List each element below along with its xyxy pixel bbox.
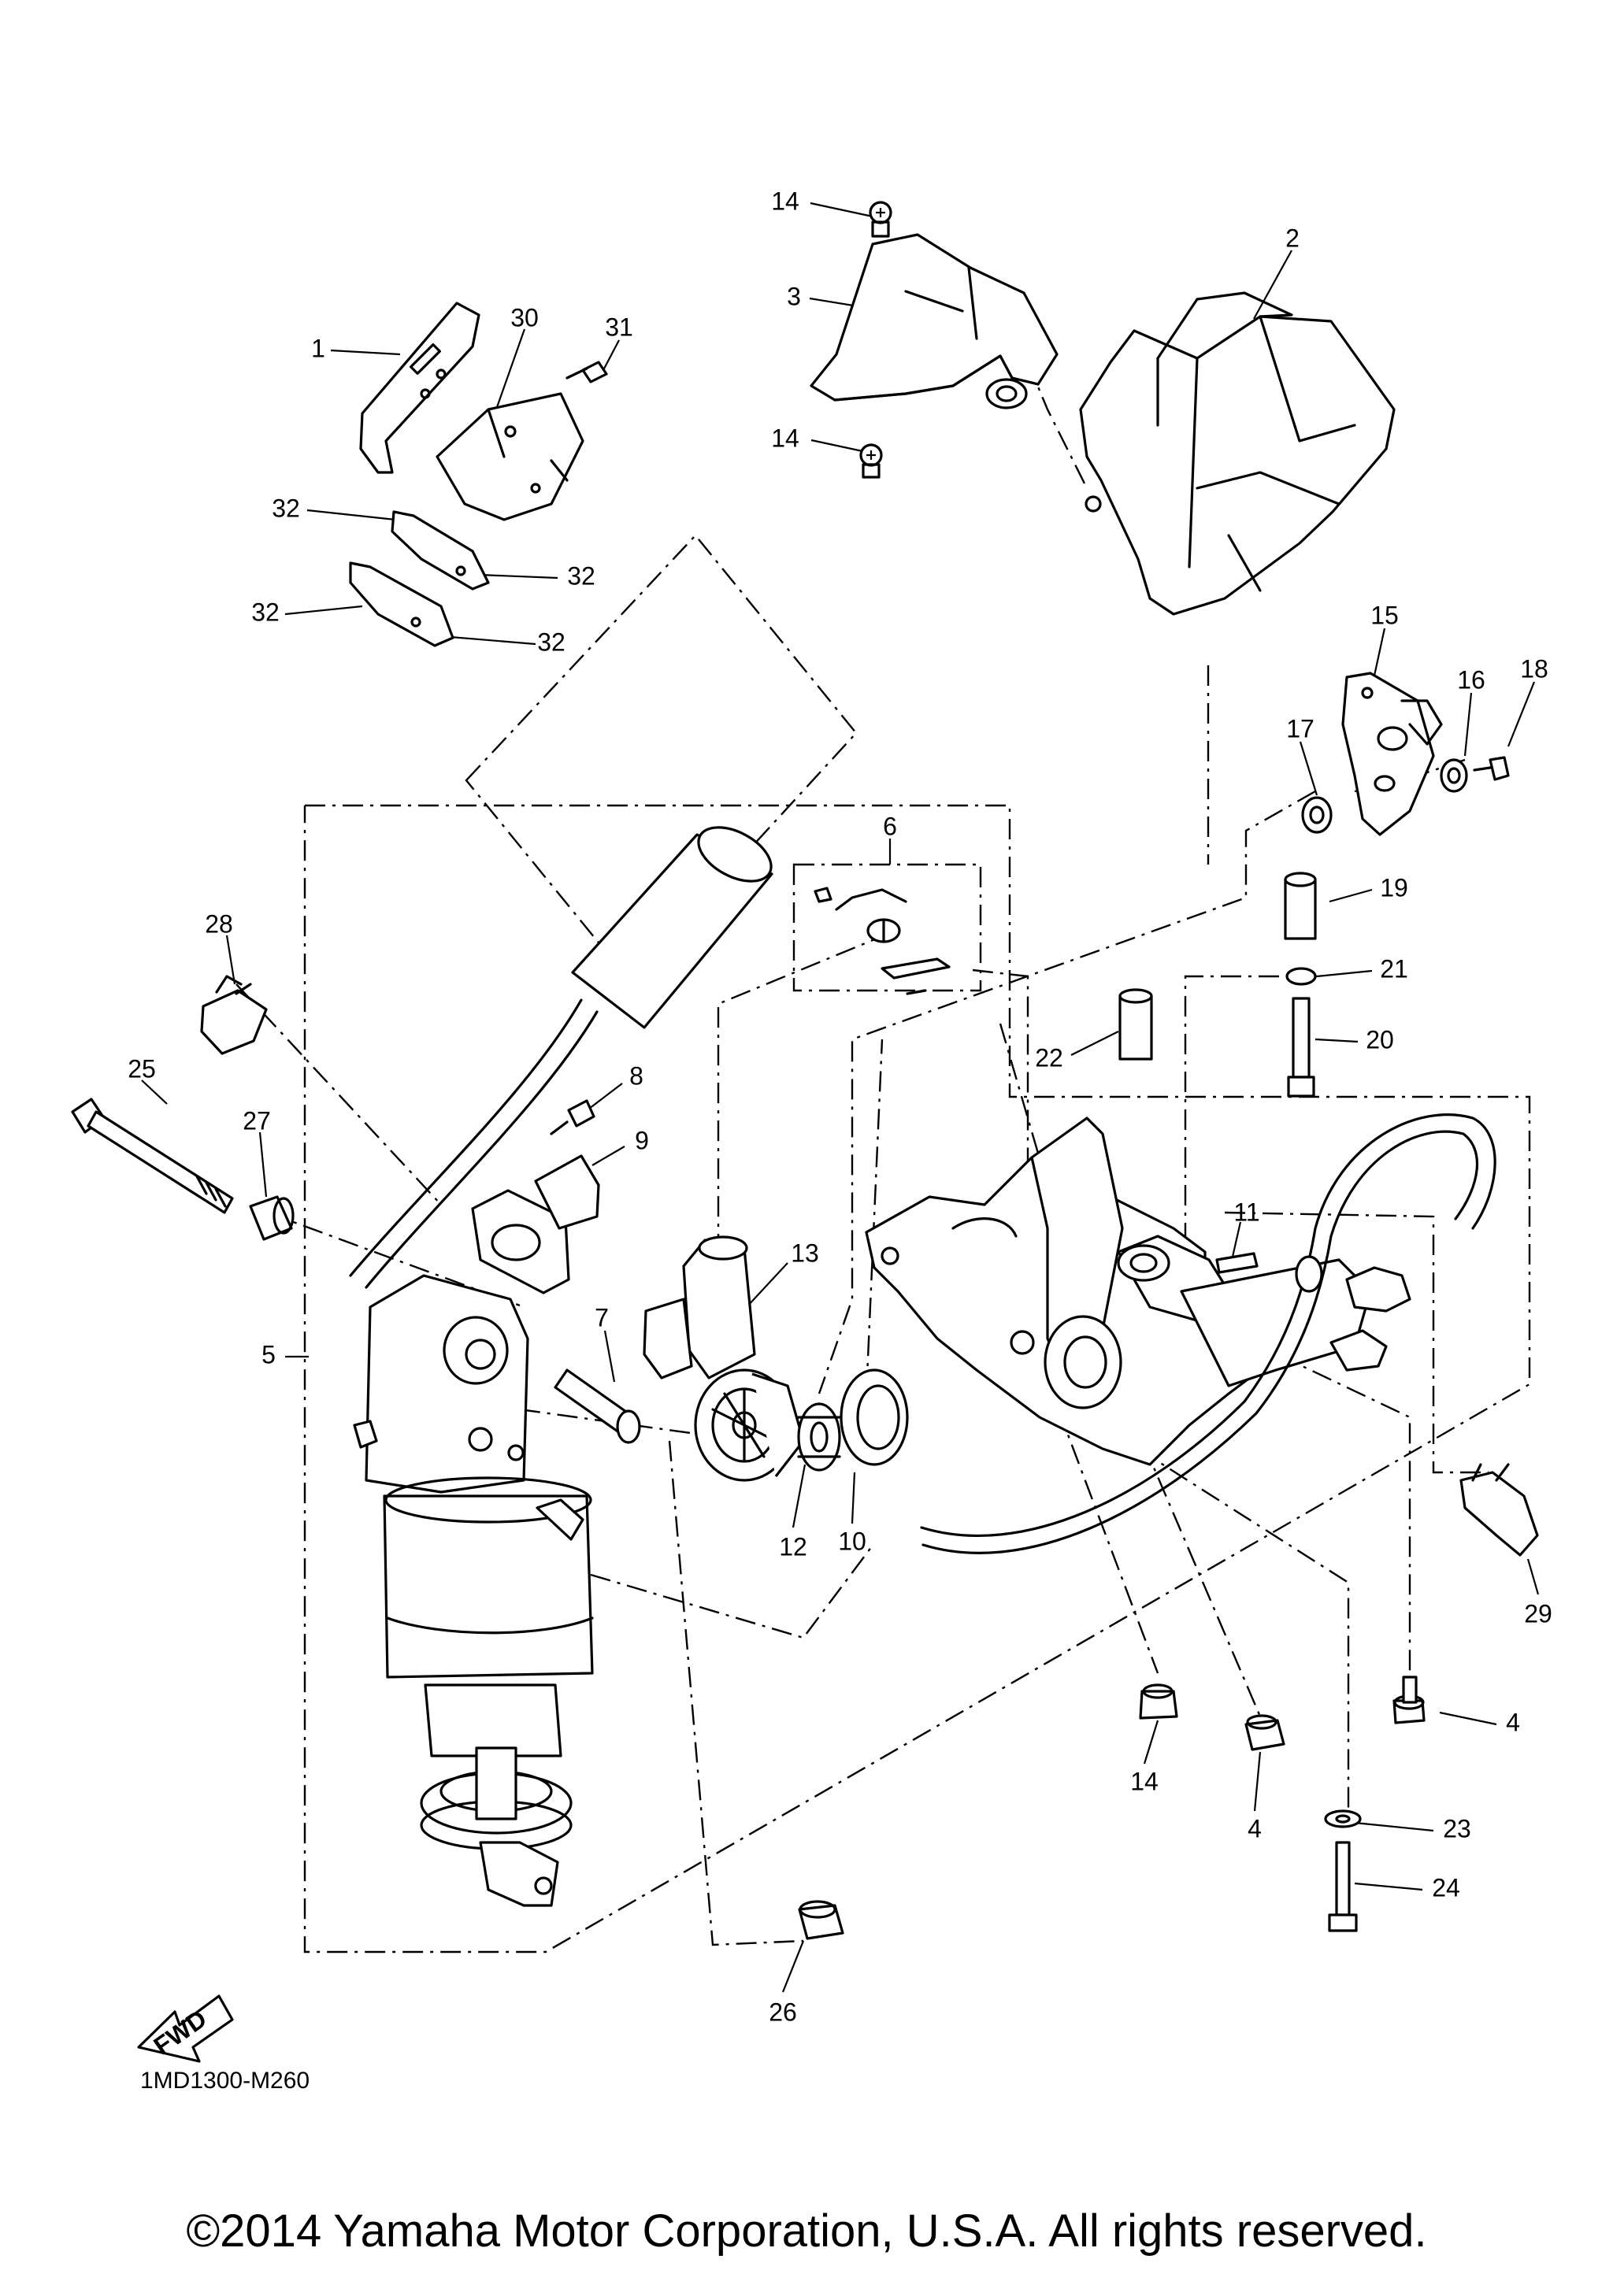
- nut-part-26: [798, 1900, 844, 1940]
- collar-part-27: [249, 1195, 295, 1241]
- callout-28: 28: [205, 909, 233, 938]
- callout-19: 19: [1380, 873, 1408, 902]
- callout-25: 25: [128, 1054, 156, 1083]
- callout-13: 13: [791, 1239, 819, 1267]
- callout-21: 21: [1380, 954, 1408, 983]
- collar-part-16: [1440, 758, 1468, 793]
- diagram-code: 1MD1300-M260: [140, 2068, 310, 2094]
- callout-12: 12: [779, 1532, 807, 1561]
- washer-part-23: [1324, 1809, 1362, 1828]
- collar-part-17: [1301, 796, 1333, 834]
- bolt-part-24: [1328, 1841, 1358, 1932]
- assembly-boundaries: [303, 534, 1531, 1953]
- callout-6: 6: [883, 812, 897, 840]
- callout-23: 23: [1443, 1814, 1471, 1842]
- callout-15: 15: [1370, 601, 1399, 629]
- callout-11: 11: [1233, 1198, 1259, 1226]
- cover-part-2: [1079, 291, 1396, 616]
- bolt-part-18: [1473, 756, 1510, 781]
- bracket-plate-part-15: [1341, 672, 1443, 836]
- copyright-notice: ©2014 Yamaha Motor Corporation, U.S.A. A…: [186, 2205, 1427, 2257]
- sleeve-part-7: [554, 1368, 641, 1444]
- bolt-14-mid: [859, 443, 883, 479]
- callout-26: 26: [769, 1998, 797, 2026]
- rear-shock-absorber-part-5: [349, 826, 773, 1907]
- bolt-4-center: [1244, 1714, 1285, 1751]
- nut-14-lower: [1139, 1683, 1178, 1720]
- callout-31: 31: [605, 313, 633, 341]
- connector-part-28: [200, 975, 268, 1055]
- callout-32: 32: [567, 561, 595, 590]
- callout-1: 1: [311, 334, 325, 362]
- rear-shock-assembly-boundary: [303, 804, 1531, 1953]
- callout-8: 8: [629, 1061, 643, 1090]
- callout-4: 4: [1248, 1814, 1262, 1842]
- callout-14: 14: [1130, 1767, 1159, 1795]
- callout-24: 24: [1432, 1873, 1460, 1902]
- seal-part-10: [840, 1368, 909, 1466]
- motor-part-13: [643, 1235, 805, 1482]
- callout-16: 16: [1457, 665, 1485, 694]
- washer-part-21: [1285, 967, 1317, 986]
- callout-2: 2: [1285, 224, 1300, 252]
- callout-30: 30: [510, 303, 539, 331]
- bolt-part-11: [1215, 1252, 1259, 1274]
- bolt-part-25: [71, 1098, 234, 1214]
- callout-7: 7: [595, 1303, 609, 1331]
- bolt-14-top: [869, 201, 892, 238]
- bolt-part-8: [550, 1099, 595, 1135]
- assembly-centerlines: [235, 361, 1489, 1946]
- bolt-part-20: [1287, 997, 1315, 1098]
- leader-lines: [141, 202, 1540, 1993]
- callout-20: 20: [1366, 1025, 1394, 1054]
- spacer-part-22: [1118, 988, 1153, 1061]
- callout-4: 4: [1506, 1708, 1520, 1736]
- bolt-part-31: [565, 361, 608, 383]
- callout-32: 32: [537, 628, 565, 656]
- callout-27: 27: [243, 1106, 271, 1135]
- callout-17: 17: [1286, 714, 1315, 742]
- callout-32: 32: [272, 494, 300, 522]
- callout-14: 14: [771, 187, 799, 215]
- callout-22: 22: [1035, 1043, 1063, 1072]
- sensor-part-9: [471, 1154, 600, 1294]
- clips-part-32: [349, 510, 490, 647]
- part-6-kit-boundary: [792, 863, 982, 992]
- bracket-part-30: [436, 392, 584, 521]
- bracket-link-boundary: [465, 534, 858, 982]
- kit-part-6-contents: [814, 887, 951, 995]
- gear-part-12: [797, 1402, 841, 1472]
- spacer-part-19: [1284, 872, 1317, 940]
- swing-arm-assembly: [865, 1113, 1496, 1554]
- callout-32: 32: [251, 598, 280, 626]
- plate-bracket-part-1: [359, 302, 480, 474]
- callout-5: 5: [261, 1340, 276, 1368]
- callout-29: 29: [1524, 1599, 1552, 1628]
- callout-9: 9: [635, 1126, 649, 1154]
- callout-18: 18: [1520, 654, 1548, 683]
- callout-10: 10: [838, 1527, 866, 1555]
- callout-14: 14: [771, 424, 799, 452]
- upper-bracket-part-3: [810, 233, 1059, 409]
- connector-part-29: [1459, 1463, 1539, 1557]
- bolt-4-right: [1392, 1676, 1426, 1724]
- fwd-direction-arrow: FWD: [137, 1994, 234, 2063]
- callout-3: 3: [787, 282, 801, 310]
